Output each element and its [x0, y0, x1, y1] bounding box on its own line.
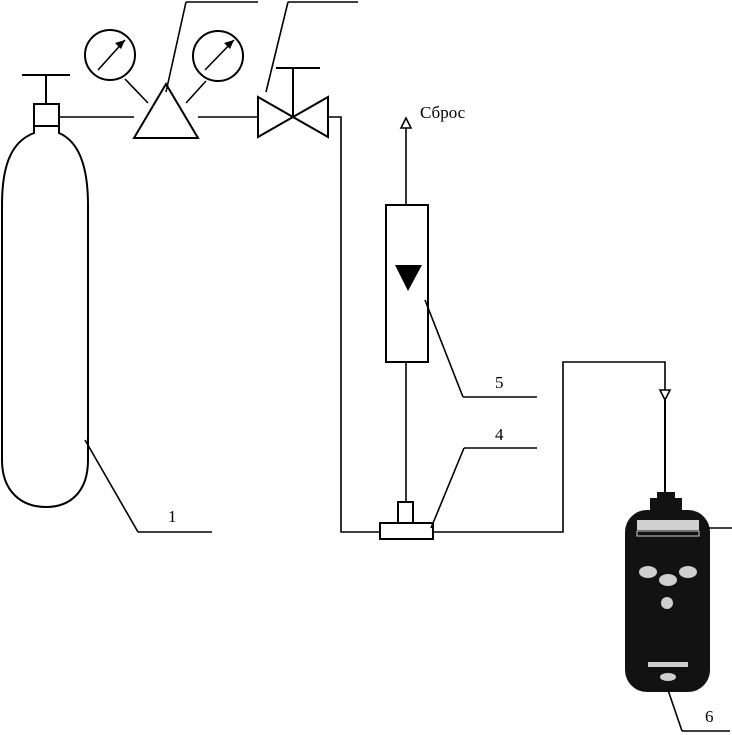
rotameter	[385, 204, 429, 363]
leader-line-rotameter	[424, 299, 464, 398]
pipe-tee-analyzer	[433, 361, 666, 533]
pressure-gauge-right	[192, 30, 244, 82]
pressure-regulator	[124, 78, 207, 139]
leader-line-regulator	[165, 1, 187, 93]
inlet-arrow-icon	[658, 389, 672, 402]
leader-line-tee	[430, 447, 465, 529]
pressure-gauge-left	[84, 29, 136, 81]
leader-line-cylinder	[84, 439, 139, 533]
label-cylinder: 1	[168, 507, 177, 526]
gas-analyzer	[625, 492, 710, 692]
leader-line-valve	[265, 1, 289, 93]
tee-connector	[379, 501, 434, 540]
leader-line-analyzer	[667, 689, 683, 732]
gas-cylinder	[1, 74, 89, 509]
vent-arrow-icon	[399, 116, 413, 129]
label-vent: Сброс	[420, 103, 466, 122]
label-tee: 4	[495, 425, 504, 444]
needle-valve	[257, 67, 329, 139]
label-rotameter: 5	[495, 373, 504, 392]
label-analyzer: 6	[705, 707, 714, 726]
pipe-valve-tee	[328, 116, 380, 533]
